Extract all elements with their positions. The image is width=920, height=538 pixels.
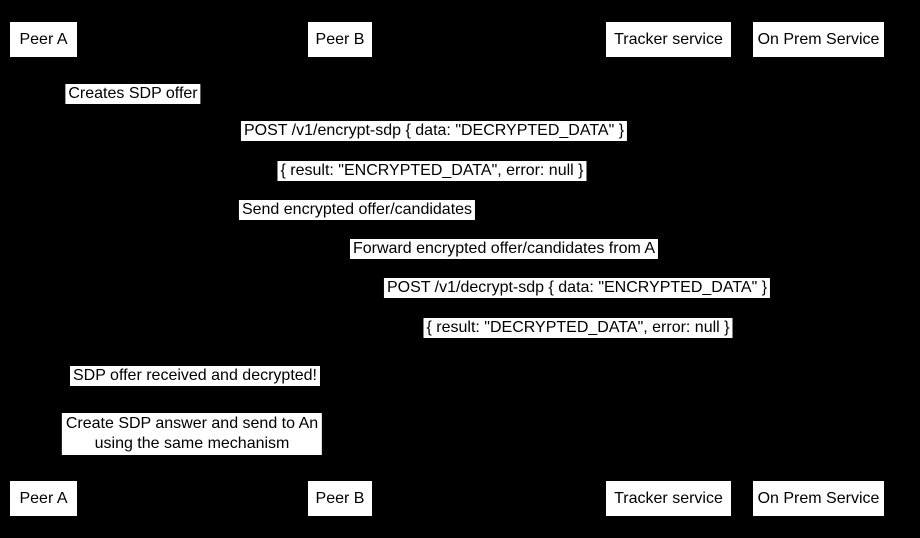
participant-top-on-prem-service: On Prem Service — [753, 22, 884, 57]
participant-top-tracker-service: Tracker service — [606, 22, 731, 57]
message-label-decrypt-sdp-request: POST /v1/decrypt-sdp { data: "ENCRYPTED_… — [383, 278, 771, 298]
message-label-send-encrypted-offer: Send encrypted offer/candidates — [238, 200, 476, 220]
participant-top-peer-a: Peer A — [10, 22, 77, 57]
message-label-sdp-offer-received: SDP offer received and decrypted! — [70, 366, 320, 386]
message-label-line: using the same mechanism — [94, 435, 290, 452]
participant-bottom-peer-a: Peer A — [10, 481, 77, 516]
participant-label: Tracker service — [614, 489, 723, 507]
message-label-encrypt-sdp-request: POST /v1/encrypt-sdp { data: "DECRYPTED_… — [240, 121, 628, 141]
message-label-creates-sdp-offer: Creates SDP offer — [65, 84, 201, 104]
message-label-create-sdp-answer: Create SDP answer and send to An using t… — [61, 413, 323, 455]
message-label-encrypt-sdp-response: { result: "ENCRYPTED_DATA", error: null … — [277, 161, 587, 181]
participant-label: Peer B — [315, 489, 365, 507]
participant-label: Tracker service — [614, 30, 723, 48]
participant-label: Peer A — [19, 489, 68, 507]
participant-label: Peer A — [19, 30, 68, 48]
participant-label: On Prem Service — [757, 30, 880, 48]
participant-bottom-peer-b: Peer B — [308, 481, 372, 516]
message-label-line: Create SDP answer and send to An — [65, 415, 319, 432]
participant-bottom-tracker-service: Tracker service — [606, 481, 731, 516]
participant-label: On Prem Service — [757, 489, 880, 507]
participant-bottom-on-prem-service: On Prem Service — [753, 481, 884, 516]
participant-label: Peer B — [315, 30, 365, 48]
message-label-decrypt-sdp-response: { result: "DECRYPTED_DATA", error: null … — [423, 318, 733, 338]
participant-top-peer-b: Peer B — [308, 22, 372, 57]
message-label-forward-encrypted-offer: Forward encrypted offer/candidates from … — [349, 239, 659, 259]
